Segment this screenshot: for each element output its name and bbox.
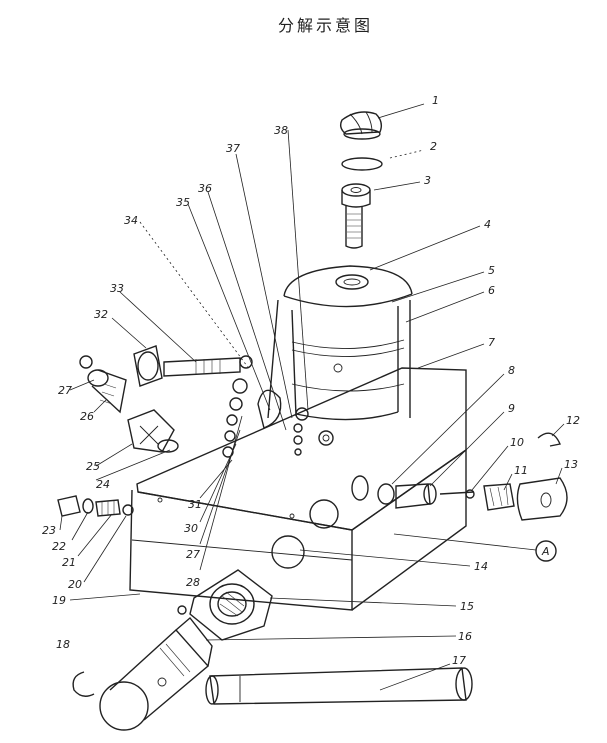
label-14: 14 — [474, 560, 488, 573]
label-20: 20 — [68, 578, 82, 591]
label-33: 33 — [110, 282, 124, 295]
label-31: 31 — [188, 498, 202, 511]
part-25-block — [127, 409, 179, 453]
label-37: 37 — [226, 142, 240, 155]
label-36: 36 — [198, 182, 212, 195]
part-1-cap — [339, 111, 383, 140]
label-11: 11 — [514, 464, 528, 477]
label-19: 19 — [52, 594, 66, 607]
label-5: 5 — [488, 264, 495, 277]
part-18-circlip — [72, 671, 95, 697]
label-23: 23 — [42, 524, 56, 537]
part-27-31-stack — [222, 378, 248, 458]
label-30: 30 — [184, 522, 198, 535]
label-38: 38 — [274, 124, 288, 137]
part-labels: 1 2 3 4 5 6 7 8 9 10 11 12 13 14 15 16 1… — [42, 94, 580, 667]
diagram-title: 分解示意图 — [278, 16, 374, 35]
label-26: 26 — [80, 410, 94, 423]
part-4-6-reservoir — [267, 265, 413, 421]
label-32: 32 — [94, 308, 108, 321]
part-16-handle-socket — [99, 616, 213, 731]
part-15-housing — [177, 569, 273, 641]
label-8: 8 — [508, 364, 515, 377]
label-12: 12 — [566, 414, 580, 427]
label-A: A — [541, 545, 550, 558]
part-8-13-right — [377, 432, 568, 521]
part-2-ring — [341, 157, 383, 171]
part-32-33-valve — [133, 345, 253, 387]
label-17: 17 — [452, 654, 466, 667]
label-18: 18 — [56, 638, 70, 651]
label-34: 34 — [124, 214, 138, 227]
callout-A-circle — [535, 540, 557, 562]
label-35: 35 — [176, 196, 190, 209]
part-20-23-plug — [57, 495, 134, 517]
label-7: 7 — [488, 336, 495, 349]
label-1: 1 — [432, 94, 439, 107]
label-27-body: 27 — [186, 548, 200, 561]
part-26-filter — [87, 369, 127, 414]
label-6: 6 — [488, 284, 495, 297]
label-21: 21 — [62, 556, 76, 569]
label-24: 24 — [96, 478, 110, 491]
part-3-spindle — [341, 183, 371, 249]
leader-lines — [59, 103, 565, 691]
label-15: 15 — [460, 600, 474, 613]
label-25: 25 — [86, 460, 100, 473]
part-21-oring — [79, 355, 93, 369]
label-22: 22 — [52, 540, 66, 553]
label-16: 16 — [458, 630, 472, 643]
label-10: 10 — [510, 436, 524, 449]
label-3: 3 — [424, 174, 431, 187]
label-28: 28 — [186, 576, 200, 589]
label-4: 4 — [484, 218, 491, 231]
pump-body — [129, 367, 467, 611]
label-9: 9 — [508, 402, 515, 415]
part-17-handle-bar — [205, 667, 473, 705]
label-27-left: 27 — [58, 384, 72, 397]
part-35-37-internals — [257, 389, 303, 456]
label-2: 2 — [430, 140, 437, 153]
label-13: 13 — [564, 458, 578, 471]
